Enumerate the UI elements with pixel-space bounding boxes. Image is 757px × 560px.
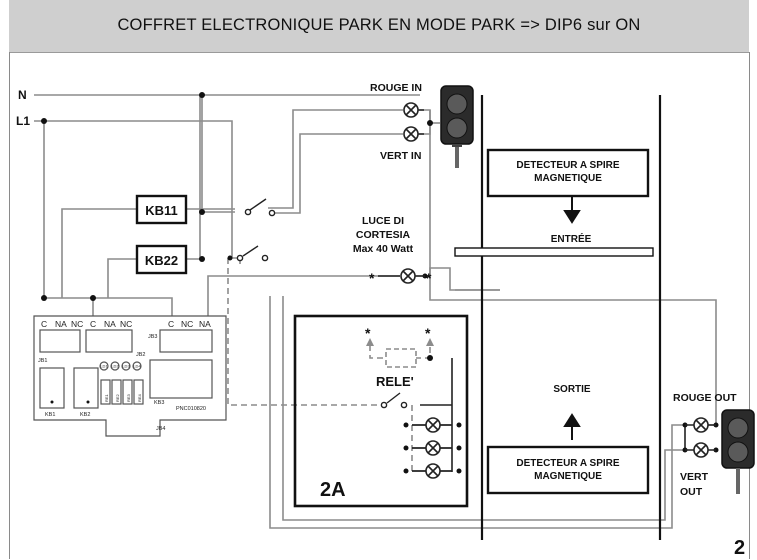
board-terminal-c3: C	[168, 319, 174, 329]
dashed-wire-relay	[227, 258, 380, 406]
lamp-luce-icon	[400, 268, 416, 284]
wire-n	[34, 94, 235, 213]
board-res-1: RE1	[104, 393, 109, 402]
label-luce-2: CORTESIA	[356, 229, 411, 241]
lamp-rouge-in-icon	[403, 102, 419, 118]
board-terminal-c1: C	[41, 319, 47, 329]
wire-bottom-1	[269, 296, 685, 529]
wire-rouge-in	[268, 109, 403, 209]
label-l1: L1	[16, 114, 30, 128]
label-detecteur-top-2: MAGNETIQUE	[534, 173, 602, 184]
board-res-3: RE3	[126, 393, 131, 402]
wire-board-right	[207, 275, 400, 316]
wire-l1	[34, 120, 240, 259]
rele-coil	[385, 348, 417, 368]
wire-kb11	[61, 208, 137, 298]
switch-2-contact-a	[236, 254, 244, 262]
board-terminal-nc2: NC	[120, 319, 132, 329]
label-kb11: KB11	[145, 203, 178, 218]
kb22-box	[135, 244, 188, 275]
switch-2-contact-b	[261, 254, 269, 262]
header-title: COFFRET ELECTRONIQUE PARK EN MODE PARK =…	[117, 16, 641, 34]
label-rele: RELE'	[376, 374, 414, 389]
board-jb4: JB4	[156, 426, 165, 432]
label-rouge-in: ROUGE IN	[370, 82, 422, 94]
detector-bottom-box	[486, 445, 650, 495]
label-n: N	[18, 88, 27, 102]
wire-board-bus	[44, 297, 173, 316]
switch-1-contact-a	[244, 208, 252, 216]
label-detecteur-bot-2: MAGNETIQUE	[534, 471, 602, 482]
label-detecteur-bot-1: DETECTEUR A SPIRE	[516, 458, 619, 469]
board-res-2: RE2	[115, 393, 120, 402]
entree-loop	[454, 247, 654, 257]
label-rouge-out: ROUGE OUT	[673, 392, 737, 404]
wire-bottom-2	[282, 296, 685, 521]
traffic-light-out-icon	[721, 409, 755, 494]
board-terminal-na1: NA	[55, 319, 67, 329]
label-luce-3: Max 40 Watt	[353, 243, 414, 255]
lamp-vert-out-icon	[693, 442, 709, 458]
label-kb22: KB22	[145, 253, 178, 268]
label-sortie: SORTIE	[553, 384, 591, 395]
label-vert-out-1: VERT	[680, 471, 709, 483]
board-led-3: LD3	[122, 364, 130, 369]
board-part-no: PNC010820	[176, 406, 206, 412]
board-jb1: JB1	[38, 358, 47, 364]
kb11-box	[135, 194, 188, 225]
lamp-rouge-out-icon	[693, 417, 709, 433]
label-asterisk-coil-right: *	[425, 325, 431, 341]
label-asterisk-coil-left: *	[365, 325, 371, 341]
board-led-1: LD1	[100, 364, 108, 369]
label-vert-out-2: OUT	[680, 486, 703, 498]
board-kb1: KB1	[45, 412, 55, 418]
label-detecteur-top-1: DETECTEUR A SPIRE	[516, 160, 619, 171]
wire-kb22	[107, 258, 137, 298]
board-terminal-na3: NA	[199, 319, 211, 329]
diagram-frame	[9, 52, 750, 559]
lamp-symbols	[400, 102, 709, 479]
box-2a	[293, 314, 469, 508]
board-jb2: JB2	[136, 352, 145, 358]
board-kb2: KB2	[80, 412, 90, 418]
switch-rele-contact-b	[400, 401, 408, 409]
board-terminal-na2: NA	[104, 319, 116, 329]
board-res-4: RE4	[137, 393, 142, 402]
board-kb3: KB3	[154, 400, 164, 406]
detector-top-box	[486, 148, 650, 198]
board-terminal-c2: C	[90, 319, 96, 329]
switch-rele-contact-a	[380, 401, 388, 409]
lamp-vert-in-icon	[403, 126, 419, 142]
lamp-box-3-icon	[425, 463, 441, 479]
lamp-box-2-icon	[425, 440, 441, 456]
dashed-wire-coil	[369, 345, 386, 359]
label-entree: ENTRÉE	[551, 232, 592, 245]
control-board	[33, 315, 227, 437]
label-asterisk-luce-left: *	[369, 270, 375, 286]
board-led-4: LD4	[133, 364, 141, 369]
label-luce-1: LUCE DI	[362, 215, 404, 227]
board-led-2: LD2	[111, 364, 119, 369]
page-number: 2	[734, 537, 745, 559]
label-asterisk-luce-right: *	[426, 270, 432, 286]
wire-vert-in	[272, 133, 403, 214]
board-terminal-nc3: NC	[181, 319, 193, 329]
board-terminal-nc1: NC	[71, 319, 83, 329]
switch-1-contact-b	[268, 209, 276, 217]
board-jb3: JB3	[148, 334, 157, 340]
lamp-box-1-icon	[425, 417, 441, 433]
coil-arrows	[366, 338, 434, 346]
header-bar: COFFRET ELECTRONIQUE PARK EN MODE PARK =…	[9, 0, 749, 53]
label-box-2a: 2A	[320, 479, 346, 501]
traffic-light-in-icon	[440, 85, 474, 168]
wire-kb22-right	[186, 95, 201, 260]
label-vert-in: VERT IN	[380, 150, 421, 162]
